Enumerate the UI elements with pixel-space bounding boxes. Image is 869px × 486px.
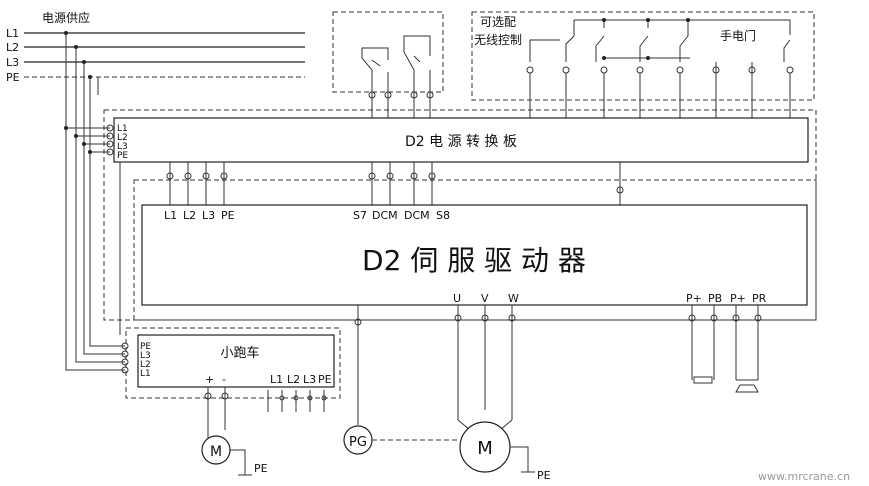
board-pin-l1: L1: [117, 124, 128, 134]
drive-area-outline: [133, 179, 817, 321]
watermark: www.mrcrane.cn: [758, 470, 850, 483]
drive-pin-dcm-2: DCM: [404, 209, 430, 222]
trolley-bottom-l3: L3: [303, 373, 316, 386]
drive-pin-s8: S8: [436, 209, 450, 222]
drive-pin-l3: L3: [202, 209, 215, 222]
encoder: PG: [343, 425, 458, 455]
trolley-pin-l2: L2: [140, 360, 151, 370]
wireless-box: 可选配 无线控制 手电门: [471, 11, 815, 118]
drive-pin-u: U: [453, 292, 461, 305]
drive-pin-pb: PB: [708, 292, 722, 305]
encoder-label: PG: [349, 435, 367, 450]
board-pin-pe: PE: [117, 151, 128, 161]
drive-outputs: [354, 305, 762, 431]
servo-drive: D2 伺 服 驱 动 器 L1 L2 L3 PE S7 DCM DCM S8 U…: [141, 204, 808, 306]
trolley-bottom-l2: L2: [287, 373, 300, 386]
drive-pin-w: W: [508, 292, 519, 305]
drive-pin-p-plus-2: P+: [730, 292, 746, 305]
drive-pin-pe: PE: [221, 209, 235, 222]
board-pin-l3: L3: [117, 142, 128, 152]
trolley-pin-minus: -: [222, 373, 226, 386]
trolley-pin-l3: L3: [140, 351, 151, 361]
power-supply-title: 电源供应: [42, 10, 90, 25]
power-board-title: D2 电 源 转 换 板: [405, 133, 517, 150]
supply-label-l3: L3: [6, 56, 19, 69]
supply-label-l1: L1: [6, 27, 19, 40]
small-motor-label: M: [210, 444, 222, 460]
main-motor-label: M: [477, 438, 493, 459]
trolley-pin-pe: PE: [140, 342, 151, 352]
trolley-box: 小跑车 PE L3 L2 L1 + - L1 L2 L3 PE: [121, 327, 341, 438]
trolley-pin-plus: +: [205, 373, 214, 386]
power-supply: 电源供应 L1 L2 L3 PE: [6, 10, 305, 371]
drive-pin-l2: L2: [183, 209, 196, 222]
hand-door-label: 手电门: [720, 28, 756, 43]
drive-pin-s7: S7: [353, 209, 367, 222]
wireless-label-1: 可选配: [480, 15, 516, 29]
trolley-title: 小跑车: [220, 345, 259, 361]
trolley-bottom-pe: PE: [318, 373, 332, 386]
servo-drive-title: D2 伺 服 驱 动 器: [362, 244, 586, 277]
drive-pin-pr: PR: [752, 292, 767, 305]
supply-label-pe: PE: [6, 71, 20, 84]
wireless-label-2: 无线控制: [474, 33, 522, 47]
small-motor-pe: PE: [254, 462, 268, 475]
power-board: D2 电 源 转 换 板 L1 L2 L3 PE: [106, 98, 809, 163]
trolley-pin-l1: L1: [140, 369, 151, 379]
switch-box: [332, 11, 444, 110]
drive-pin-l1: L1: [164, 209, 177, 222]
small-motor: M PE: [201, 435, 268, 476]
main-motor-pe: PE: [537, 469, 551, 482]
board-pin-l2: L2: [117, 133, 128, 143]
board-drive-connectors: [119, 162, 624, 335]
drive-pin-dcm-1: DCM: [372, 209, 398, 222]
supply-label-l2: L2: [6, 41, 19, 54]
drive-pin-v: V: [481, 292, 489, 305]
drive-pin-p-plus-1: P+: [686, 292, 702, 305]
trolley-bottom-l1: L1: [270, 373, 283, 386]
main-motor: M PE: [459, 421, 551, 482]
